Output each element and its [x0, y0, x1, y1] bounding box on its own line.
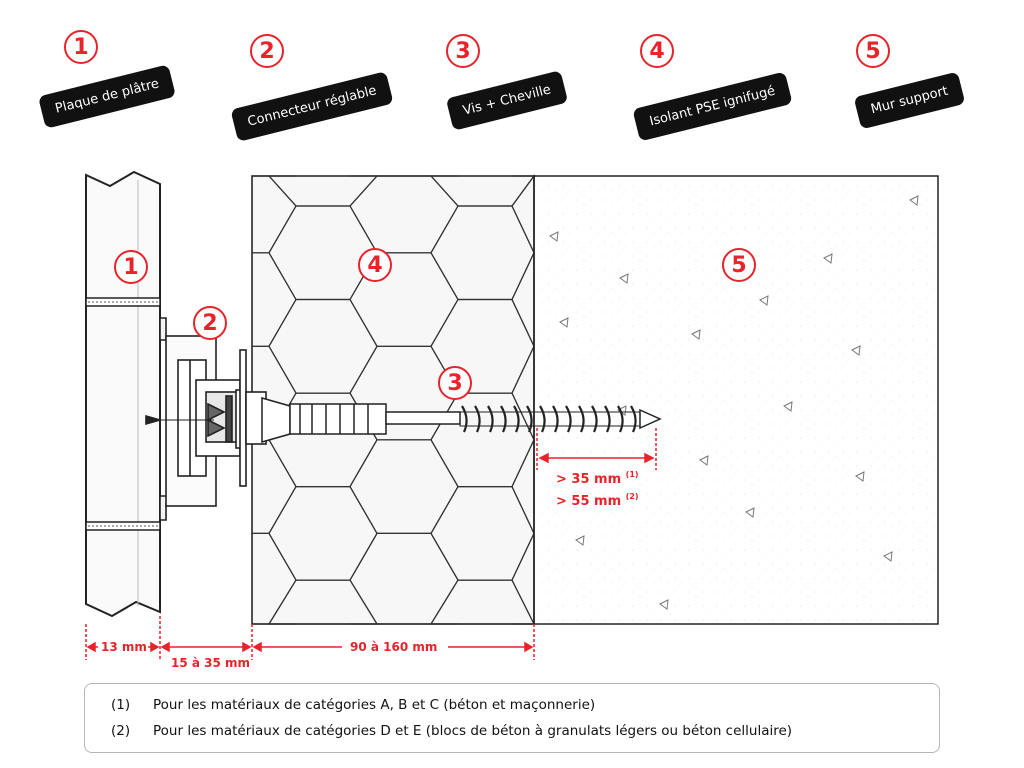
concrete-aggregate [575, 535, 585, 546]
concrete-aggregate [851, 345, 861, 356]
screw-thread [500, 405, 507, 433]
legend-number: 1 [64, 30, 98, 64]
marker-screw: 3 [438, 366, 472, 400]
screw-thread [578, 405, 585, 433]
screw-thread [552, 405, 559, 433]
embed-label-1: > 35 mm (1) [556, 470, 639, 487]
concrete-aggregate [909, 195, 919, 206]
marker-connector: 2 [193, 306, 227, 340]
screw-thread [565, 405, 572, 433]
dim-plaster: 13 mm [101, 640, 147, 654]
bottom-dimensions [85, 616, 535, 660]
screw-thread [474, 405, 481, 433]
screw-thread [591, 405, 598, 433]
marker-insulation: 4 [358, 248, 392, 282]
concrete-aggregate [745, 507, 755, 518]
support-wall [533, 175, 939, 625]
legend-item-connector: 2 [250, 34, 284, 68]
embed-dimension [536, 428, 657, 470]
marker-wall: 5 [722, 248, 756, 282]
concrete-aggregate [855, 471, 865, 482]
legend-number: 2 [250, 34, 284, 68]
concrete-aggregate [783, 401, 793, 412]
screw-thread [513, 405, 520, 433]
screw-thread [487, 405, 494, 433]
footnote-2: (2) Pour les matériaux de catégories D e… [111, 723, 793, 739]
legend-item-plaster: 1 [64, 30, 98, 64]
legend-number: 3 [446, 34, 480, 68]
adjustable-connector [145, 317, 267, 521]
insulation-block [251, 174, 536, 625]
screw-and-plug [261, 397, 662, 443]
dim-connector: 15 à 35 mm [171, 656, 251, 670]
footnote-1: (1) Pour les matériaux de catégories A, … [111, 697, 596, 713]
concrete-aggregate [619, 273, 629, 284]
footnotes-box: (1) Pour les matériaux de catégories A, … [84, 683, 940, 753]
concrete-aggregate [883, 551, 893, 562]
screw-thread [526, 405, 533, 433]
legend-number: 5 [856, 34, 890, 68]
plaster-board [85, 170, 161, 618]
concrete-aggregate [759, 295, 769, 306]
screw-thread [630, 405, 637, 433]
concrete-aggregate [691, 329, 701, 340]
screw-thread [617, 405, 624, 433]
dim-insulation: 90 à 160 mm [350, 640, 438, 654]
concrete-aggregate [699, 455, 709, 466]
legend-item-screw: 3 [446, 34, 480, 68]
concrete-aggregate [823, 253, 833, 264]
concrete-aggregate [659, 599, 669, 610]
screw-thread [539, 405, 546, 433]
concrete-aggregate [549, 231, 559, 242]
legend-item-insulation: 4 [640, 34, 674, 68]
concrete-aggregate [559, 317, 569, 328]
legend-item-wall: 5 [856, 34, 890, 68]
screw-thread [461, 405, 468, 433]
marker-plaster: 1 [114, 250, 148, 284]
embed-label-2: > 55 mm (2) [556, 492, 639, 509]
legend-number: 4 [640, 34, 674, 68]
screw-thread [604, 405, 611, 433]
